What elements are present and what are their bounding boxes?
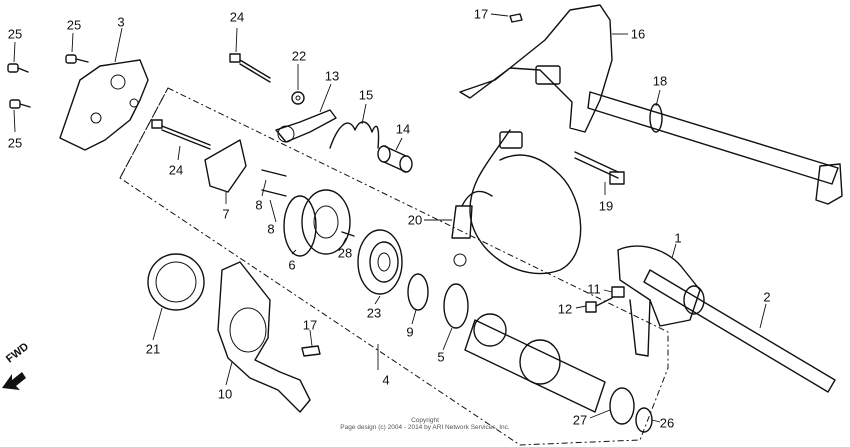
plate-7 — [204, 139, 247, 193]
callout-25-lower: 25 — [7, 135, 23, 151]
callout-17-lower: 17 — [302, 317, 318, 333]
assembly-outline-left — [119, 87, 169, 179]
plate-3-hole-b — [90, 112, 102, 124]
callout-15: 15 — [358, 87, 374, 103]
washer-22 — [291, 91, 305, 105]
bolt-25-top-left — [7, 63, 29, 73]
callout-12: 12 — [557, 301, 573, 317]
spring-17-top — [509, 13, 523, 23]
callout-28: 28 — [337, 245, 353, 261]
callout-9: 9 — [406, 324, 414, 340]
spring-15 — [329, 121, 380, 149]
callout-2: 2 — [763, 289, 771, 305]
callout-22: 22 — [291, 48, 307, 64]
callout-10: 10 — [217, 386, 233, 402]
plate-3 — [59, 59, 149, 151]
copyright-notice: Copyright Page design (c) 2004 - 2014 by… — [335, 417, 515, 432]
pin-28 — [341, 231, 355, 237]
callout-3: 3 — [117, 14, 125, 30]
callout-6: 6 — [288, 257, 296, 273]
gasket-21 — [147, 253, 205, 311]
pin-8-upper — [261, 169, 287, 177]
clip-5 — [443, 283, 469, 329]
bolt-12 — [585, 297, 613, 313]
callout-17-top: 17 — [473, 6, 489, 22]
callout-25-top-left: 25 — [7, 26, 23, 42]
switch-bracket-16 — [459, 4, 613, 133]
callout-14: 14 — [395, 121, 411, 137]
callout-4: 4 — [382, 372, 390, 388]
callout-19: 19 — [598, 198, 614, 214]
bolt-25-lower-left — [9, 99, 31, 109]
callout-5: 5 — [437, 349, 445, 365]
callout-20: 20 — [407, 212, 423, 228]
forward-arrow-icon — [2, 372, 26, 390]
callout-25-mid: 25 — [66, 17, 82, 33]
stopper-plate-10 — [217, 261, 311, 413]
bolt-24-mid — [151, 119, 211, 150]
shift-drum-4 — [464, 313, 606, 413]
bolt-25-mid — [65, 54, 89, 64]
callout-11: 11 — [587, 281, 601, 297]
connector-b — [499, 131, 523, 149]
bolt-24-top — [229, 53, 271, 83]
callout-27: 27 — [572, 412, 588, 428]
fork-shaft-2 — [643, 269, 836, 393]
copyright-line-1: Copyright — [411, 417, 439, 424]
plate-3-hole-a — [110, 74, 126, 90]
spring-17-lower — [301, 345, 321, 357]
pin-8-lower — [261, 189, 287, 197]
callout-24-top: 24 — [229, 9, 245, 25]
callout-1: 1 — [674, 230, 682, 246]
callout-8-upper: 8 — [255, 197, 263, 213]
bearing-27 — [609, 387, 635, 425]
harness-loop — [469, 129, 582, 275]
callout-16: 16 — [630, 26, 646, 42]
collar-14 — [377, 145, 413, 173]
sensor-20 — [451, 190, 493, 267]
callout-23: 23 — [366, 305, 382, 321]
bolt-19 — [574, 151, 625, 185]
drum-cam-6 — [283, 189, 351, 257]
callout-21: 21 — [145, 341, 161, 357]
callout-7: 7 — [222, 206, 230, 222]
callout-24-mid: 24 — [168, 162, 184, 178]
bearing-23 — [357, 229, 403, 295]
nut-11 — [611, 286, 625, 298]
copyright-line-2: Page design (c) 2004 - 2014 by ARI Netwo… — [340, 424, 510, 432]
callout-8-lower: 8 — [267, 221, 275, 237]
callout-18: 18 — [652, 73, 668, 89]
shift-fork-1 — [617, 245, 705, 357]
connector-16 — [535, 65, 561, 85]
ring-9 — [407, 273, 429, 311]
callout-13: 13 — [324, 68, 340, 84]
leader-lines — [13, 13, 767, 423]
callout-26: 26 — [659, 415, 675, 431]
clip-26 — [635, 407, 653, 433]
shift-shaft-18 — [587, 91, 843, 205]
plate-3-hole-c — [129, 98, 139, 108]
